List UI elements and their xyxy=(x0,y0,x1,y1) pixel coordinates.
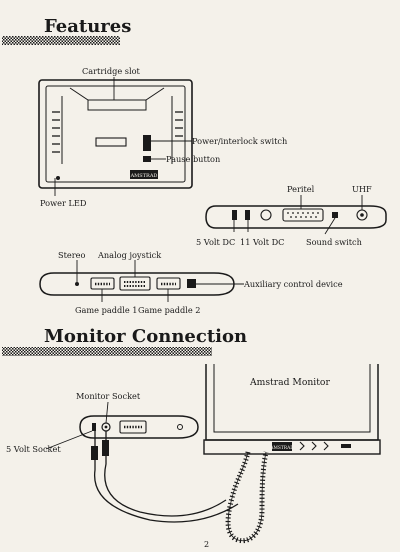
analog-joystick-port xyxy=(119,276,151,291)
pause-button-label: Pause button xyxy=(166,154,221,164)
sound-switch-label: Sound switch xyxy=(306,237,363,247)
monitor-connection-heading-bar xyxy=(2,347,212,356)
power-led xyxy=(56,176,60,180)
console-rear-view xyxy=(205,205,387,229)
auxiliary-control-device-label: Auxiliary control device xyxy=(243,279,343,289)
features-heading: Features xyxy=(44,16,131,37)
five-volt-socket xyxy=(92,423,96,431)
stereo-label: Stereo xyxy=(58,250,86,260)
sound-switch-knob xyxy=(260,209,272,221)
monitor-socket-label: Monitor Socket xyxy=(76,391,141,401)
game-paddle-1-label: Game paddle 1 xyxy=(75,305,138,315)
svg-text:AMSTRAD: AMSTRAD xyxy=(269,446,294,451)
power-interlock-switch-label: Power/interlock switch xyxy=(192,136,288,146)
connection-cables xyxy=(91,431,269,544)
five-volt-dc-port xyxy=(232,210,237,220)
power-led-label: Power LED xyxy=(40,198,87,208)
peritel-label: Peritel xyxy=(287,184,315,194)
power-interlock-switch xyxy=(143,135,151,151)
amstrad-monitor: AMSTRAD xyxy=(203,364,381,455)
game-paddle-2-port xyxy=(156,277,181,290)
svg-text:AMSTRAD: AMSTRAD xyxy=(130,173,158,179)
pause-button xyxy=(143,156,151,162)
eleven-volt-dc-label: 11 Volt DC xyxy=(240,237,284,247)
monitor-connection-heading: Monitor Connection xyxy=(44,326,247,347)
uhf-label: UHF xyxy=(352,184,372,194)
analog-joystick-label: Analog joystick xyxy=(97,250,162,260)
peritel-socket xyxy=(282,208,324,222)
console-front-view xyxy=(39,272,235,296)
game-paddle-1-port xyxy=(90,277,115,290)
five-volt-socket-label: 5 Volt Socket xyxy=(6,444,61,454)
amstrad-badge xyxy=(130,170,158,179)
console-connection-view xyxy=(79,415,199,439)
stereo-jack xyxy=(75,282,79,286)
monitor-amstrad-badge xyxy=(272,442,292,451)
auxiliary-port xyxy=(187,279,196,288)
page-number: 2 xyxy=(204,540,209,549)
console-top-view: AMSTRAD xyxy=(38,79,193,189)
eleven-volt-dc-port xyxy=(245,210,250,220)
features-heading-bar xyxy=(2,36,120,45)
cartridge-slot-label: Cartridge slot xyxy=(82,66,141,76)
game-paddle-2-label: Game paddle 2 xyxy=(138,305,201,315)
amstrad-monitor-label: Amstrad Monitor xyxy=(249,377,330,388)
five-volt-dc-label: 5 Volt DC xyxy=(196,237,235,247)
